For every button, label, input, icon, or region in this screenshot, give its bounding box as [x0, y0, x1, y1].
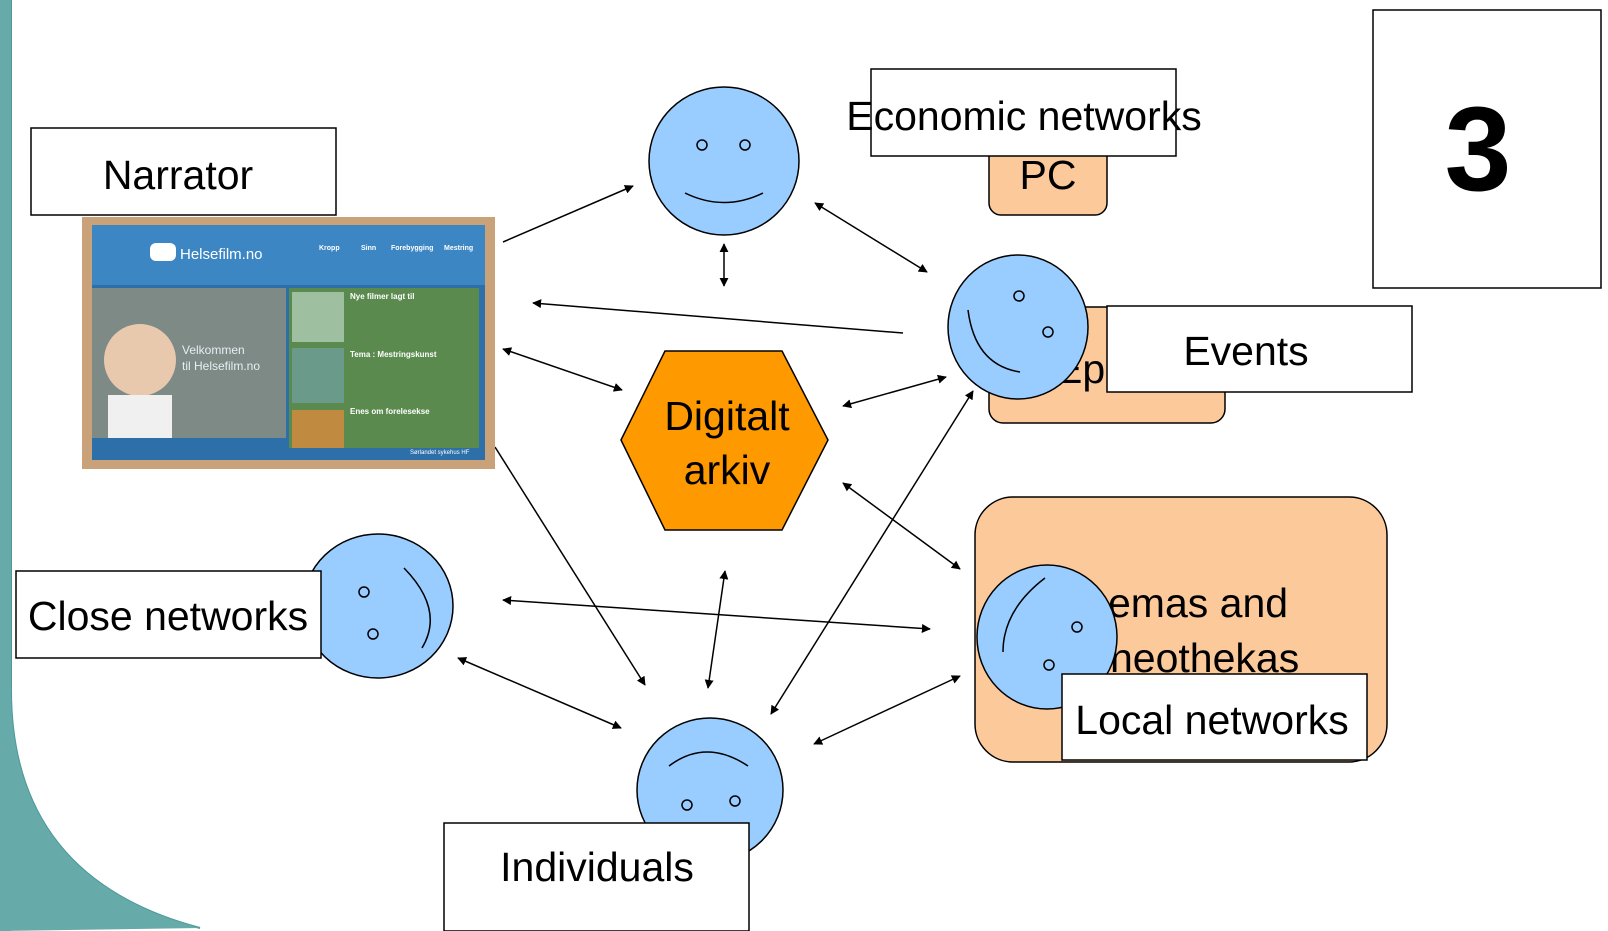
site-news-heading: Nye filmer lagt til: [350, 292, 414, 301]
slide-frame-corner: [0, 690, 200, 931]
connector-arrows: [457, 185, 974, 745]
arrow-events-to-narrator: [532, 299, 904, 334]
narrator-node: Narrator: [30, 127, 337, 216]
close-networks-label: Close networks: [28, 593, 308, 639]
arrow-narrator-archive: [502, 347, 623, 392]
close-networks-face-icon: [302, 533, 454, 679]
site-theme-heading: Tema : Mestringskunst: [350, 350, 437, 359]
local-networks-label: Local networks: [1075, 697, 1348, 743]
site-welcome-2: til Helsefilm.no: [182, 359, 260, 373]
events-face-icon: [947, 254, 1089, 400]
arrow-archive-cinemas: [842, 482, 961, 570]
digitalt-arkiv-label-1: Digitalt: [664, 393, 790, 439]
arrow-individuals-local: [813, 675, 961, 745]
site-logo-text: Helsefilm.no: [180, 246, 263, 263]
arrow-close-local: [502, 596, 931, 633]
arrow-events-individuals: [770, 390, 974, 715]
site-nav-1: Kropp: [319, 245, 340, 252]
events-label: Events: [1183, 328, 1308, 374]
arrow-narrator-to-individuals: [494, 446, 646, 686]
economic-face-icon: [648, 86, 800, 236]
events-label-box: Events: [1106, 305, 1413, 393]
individuals-label: Individuals: [500, 844, 694, 890]
site-lecture-heading: Enes om forelesekse: [350, 407, 430, 416]
arrow-narrator-to-economic: [502, 185, 634, 243]
logo-icon: [150, 243, 176, 261]
site-footer: Sørlandet sykehus HF: [410, 450, 470, 456]
local-networks-face-icon: [976, 564, 1118, 710]
arrow-archive-individuals: [704, 570, 729, 689]
cinemas-label-1: emas and: [1108, 580, 1288, 626]
digitalt-arkiv-node: Digitalt arkiv: [620, 350, 829, 531]
site-nav-2: Sinn: [361, 245, 376, 252]
site-welcome-1: Velkommen: [182, 343, 245, 357]
narrator-label: Narrator: [103, 152, 253, 198]
site-nav-4: Mestring: [444, 245, 473, 252]
website-thumbnail: Helsefilm.no Kropp Sinn Forebygging Mest…: [82, 217, 495, 469]
digitalt-arkiv-label-2: arkiv: [684, 447, 771, 493]
local-networks-label-box: Local networks: [1061, 673, 1368, 761]
close-networks-node: Close networks: [15, 570, 322, 659]
slide-frame-band: [0, 0, 11, 931]
arrow-economic-events: [814, 202, 928, 273]
arrow-archive-events: [842, 374, 947, 409]
woman-face: [104, 324, 176, 396]
individuals-node: Individuals: [443, 822, 750, 931]
slide-number: 3: [1445, 82, 1512, 216]
economic-networks-node: PC Economic networks: [846, 68, 1202, 216]
slide-number-box: 3: [1372, 9, 1602, 289]
economic-networks-label: Economic networks: [846, 93, 1201, 139]
arrow-close-individuals: [457, 657, 622, 729]
site-nav-3: Forebygging: [391, 245, 433, 252]
pc-label: PC: [1020, 152, 1077, 198]
